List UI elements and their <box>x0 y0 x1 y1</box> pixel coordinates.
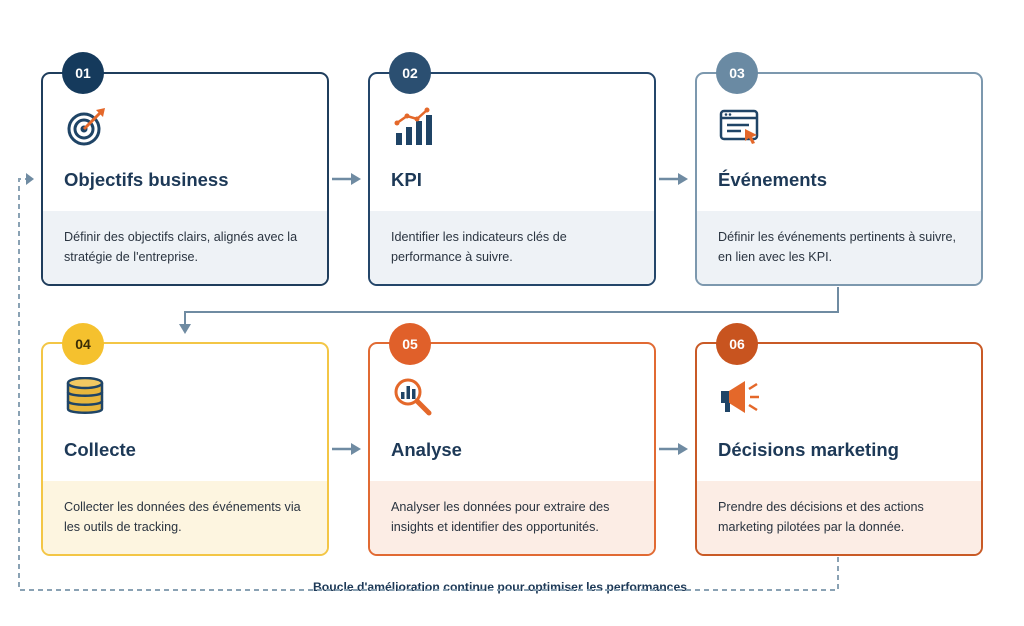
step-card-2: KPI Identifier les indicateurs clés de p… <box>368 72 656 286</box>
target-icon <box>65 107 109 147</box>
step-card-6: Décisions marketing Prendre des décision… <box>695 342 983 556</box>
step-description: Analyser les données pour extraire des i… <box>391 500 610 534</box>
step-description: Collecter les données des événements via… <box>64 500 301 534</box>
step-card-5: Analyse Analyser les données pour extrai… <box>368 342 656 556</box>
row-wrap-arrowhead <box>179 324 191 334</box>
step-card-1: Objectifs business Définir des objectifs… <box>41 72 329 286</box>
database-icon <box>65 376 109 417</box>
step-badge-6: 06 <box>716 323 758 365</box>
arrow-5-6 <box>659 443 688 455</box>
arrow-2-3 <box>659 173 688 185</box>
loop-arrowhead <box>26 173 34 185</box>
step-description-panel: Identifier les indicateurs clés de perfo… <box>370 211 654 284</box>
step-title: KPI <box>391 169 422 190</box>
step-badge-2: 02 <box>389 52 431 94</box>
step-description: Définir les événements pertinents à suiv… <box>718 230 956 264</box>
megaphone-icon <box>719 377 763 417</box>
step-title: Décisions marketing <box>718 439 899 460</box>
step-description-panel: Analyser les données pour extraire des i… <box>370 481 654 554</box>
magnifier-chart-icon <box>392 377 436 417</box>
step-title: Objectifs business <box>64 169 229 190</box>
step-title: Analyse <box>391 439 462 460</box>
step-badge-3: 03 <box>716 52 758 94</box>
step-description-panel: Collecter les données des événements via… <box>43 481 327 554</box>
step-card-4: Collecte Collecter les données des événe… <box>41 342 329 556</box>
row-wrap-connector <box>184 287 839 327</box>
chart-icon <box>392 107 436 147</box>
step-card-3: Événements Définir les événements pertin… <box>695 72 983 286</box>
step-badge-4: 04 <box>62 323 104 365</box>
step-title: Événements <box>718 169 827 190</box>
step-badge-1: 01 <box>62 52 104 94</box>
loop-label: Boucle d'amélioration continue pour opti… <box>311 580 690 594</box>
step-description-panel: Définir des objectifs clairs, alignés av… <box>43 211 327 284</box>
step-title: Collecte <box>64 439 136 460</box>
step-description: Prendre des décisions et des actions mar… <box>718 500 924 534</box>
step-description: Identifier les indicateurs clés de perfo… <box>391 230 567 264</box>
step-description: Définir des objectifs clairs, alignés av… <box>64 230 298 264</box>
loop-dashed-line <box>18 178 839 591</box>
step-description-panel: Prendre des décisions et des actions mar… <box>697 481 981 554</box>
step-description-panel: Définir les événements pertinents à suiv… <box>697 211 981 284</box>
arrow-1-2 <box>332 173 361 185</box>
arrow-4-5 <box>332 443 361 455</box>
step-badge-5: 05 <box>389 323 431 365</box>
browser-click-icon <box>719 107 763 147</box>
